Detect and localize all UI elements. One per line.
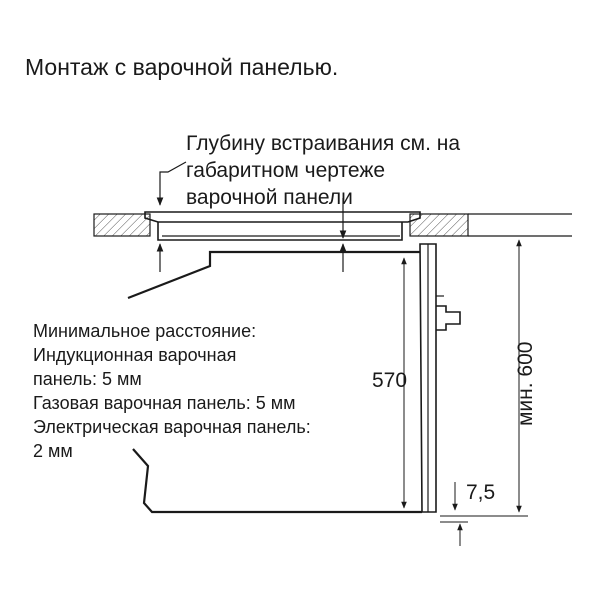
min-distance-line-3: панель: 5 мм bbox=[33, 369, 142, 389]
min-distance-line-2: Индукционная варочная bbox=[33, 345, 236, 365]
min-distance-line-4: Газовая варочная панель: 5 мм bbox=[33, 393, 296, 413]
oven-handle bbox=[436, 305, 461, 331]
hob-glass bbox=[144, 211, 421, 223]
depth-note-line-1: Глубину встраивания см. на bbox=[186, 132, 460, 155]
depth-leader-line bbox=[156, 161, 187, 206]
hob-body bbox=[157, 222, 403, 241]
worktop-right bbox=[409, 213, 469, 237]
min-distance-line-6: 2 мм bbox=[33, 441, 73, 461]
diagram-title: Монтаж с варочной панелью. bbox=[25, 54, 338, 80]
depth-note-line-3: варочной панели bbox=[186, 186, 353, 209]
dim-7-5-label: 7,5 bbox=[466, 481, 495, 504]
dim-600-label: мин. 600 bbox=[514, 342, 537, 426]
worktop-left bbox=[93, 213, 151, 237]
min-distance-line-5: Электрическая варочная панель: bbox=[33, 417, 311, 437]
dim-570-label: 570 bbox=[372, 369, 407, 392]
oven-door bbox=[419, 243, 437, 513]
depth-note-line-2: габаритном чертеже bbox=[186, 159, 385, 182]
min-distance-line-1: Минимальное расстояние: bbox=[33, 321, 256, 341]
oven-top-outline bbox=[127, 250, 420, 300]
oven-bottom-outline bbox=[132, 448, 422, 514]
